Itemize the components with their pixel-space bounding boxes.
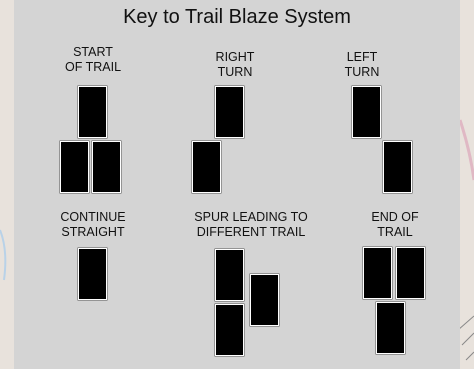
blaze-spur-side: [250, 274, 279, 326]
blaze-end-top-right: [396, 247, 425, 299]
blaze-start-top: [78, 86, 107, 138]
blaze-left-turn-upper: [352, 86, 381, 138]
blaze-start-bottom-right: [92, 141, 121, 193]
label-start-of-trail: START OF TRAIL: [64, 45, 122, 74]
label-continue-straight: CONTINUE STRAIGHT: [60, 210, 126, 239]
blaze-right-turn-upper: [215, 86, 244, 138]
blaze-continue-straight: [78, 248, 107, 300]
blaze-spur-top: [215, 249, 244, 301]
label-end-of-trail: END OF TRAIL: [371, 210, 419, 239]
blaze-end-top-left: [363, 247, 392, 299]
blaze-left-turn-lower: [383, 141, 412, 193]
label-spur: SPUR LEADING TO DIFFERENT TRAIL: [194, 210, 308, 239]
label-right-turn: RIGHT TURN: [215, 50, 255, 79]
label-left-turn: LEFT TURN: [344, 50, 380, 79]
blaze-right-turn-lower: [192, 141, 221, 193]
blaze-end-bottom: [376, 302, 405, 354]
blaze-start-bottom-left: [60, 141, 89, 193]
blaze-spur-bottom: [215, 304, 244, 356]
diagram-title: Key to Trail Blaze System: [123, 6, 351, 28]
